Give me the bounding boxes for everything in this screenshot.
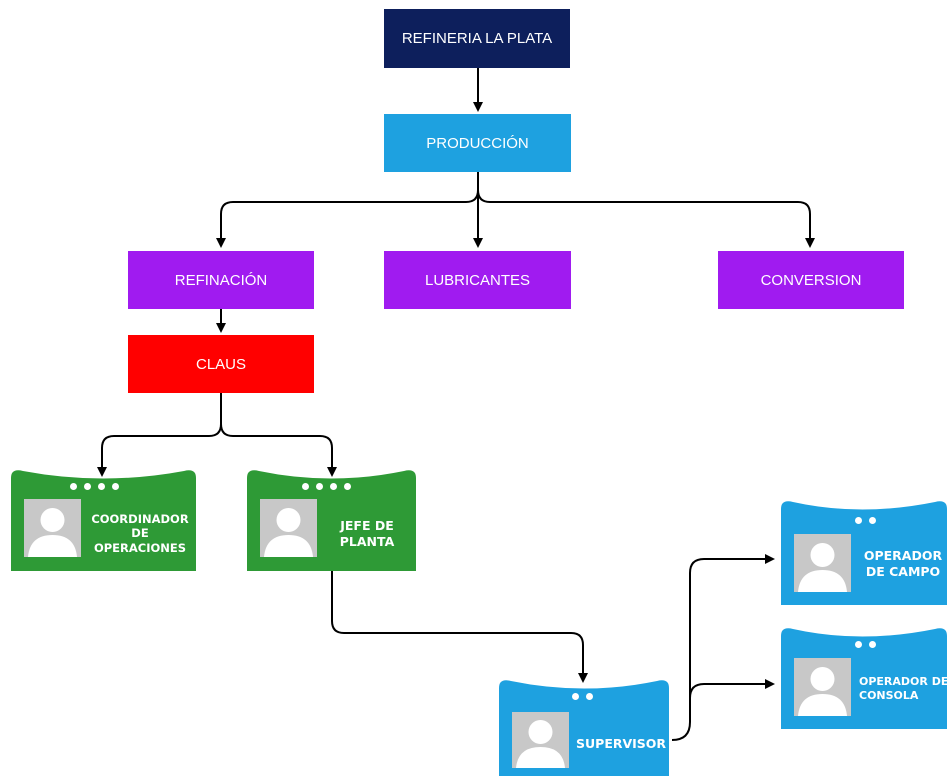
card-operador-de-consola: OPERADOR DE CONSOLA bbox=[781, 624, 947, 729]
card-dots bbox=[572, 693, 593, 700]
edge-supervisor-operador-consola bbox=[689, 679, 775, 699]
card-coordinador-de-operaciones: COORDINADOR DE OPERACIONES bbox=[11, 466, 196, 571]
person-silhouette-icon bbox=[512, 712, 569, 768]
card-label: JEFE DE PLANTA bbox=[339, 518, 395, 549]
edge-produccion-conversion bbox=[477, 189, 815, 248]
edge-produccion-refinacion bbox=[216, 172, 479, 248]
edge-claus-coordinador bbox=[97, 393, 222, 477]
card-supervisor: SUPERVISOR bbox=[499, 676, 669, 776]
node-conversion: CONVERSION bbox=[718, 251, 904, 309]
card-label: OPERADOR DE CONSOLA bbox=[859, 675, 947, 702]
card-operador-de-campo: OPERADOR DE CAMPO bbox=[781, 497, 947, 605]
card-label: SUPERVISOR bbox=[576, 736, 667, 751]
person-silhouette-icon bbox=[794, 658, 851, 716]
card-dots bbox=[855, 641, 876, 648]
edge-jefe-supervisor bbox=[331, 571, 588, 683]
node-refinacion: REFINACIÓN bbox=[128, 251, 314, 309]
card-jefe-de-planta: JEFE DE PLANTA bbox=[247, 466, 416, 571]
edge-claus-jefe bbox=[220, 423, 337, 477]
node-produccion: PRODUCCIÓN bbox=[384, 114, 571, 172]
card-label: COORDINADOR DE OPERACIONES bbox=[91, 512, 189, 555]
card-label: OPERADOR DE CAMPO bbox=[863, 548, 943, 579]
person-silhouette-icon bbox=[260, 499, 317, 557]
node-refineria-la-plata: REFINERIA LA PLATA bbox=[384, 9, 570, 68]
edge-supervisor-operador-campo bbox=[671, 554, 775, 741]
card-dots bbox=[302, 483, 351, 490]
node-claus: CLAUS bbox=[128, 335, 314, 393]
card-dots bbox=[70, 483, 119, 490]
person-silhouette-icon bbox=[794, 534, 851, 592]
node-lubricantes: LUBRICANTES bbox=[384, 251, 571, 309]
person-silhouette-icon bbox=[24, 499, 81, 557]
card-dots bbox=[855, 517, 876, 524]
